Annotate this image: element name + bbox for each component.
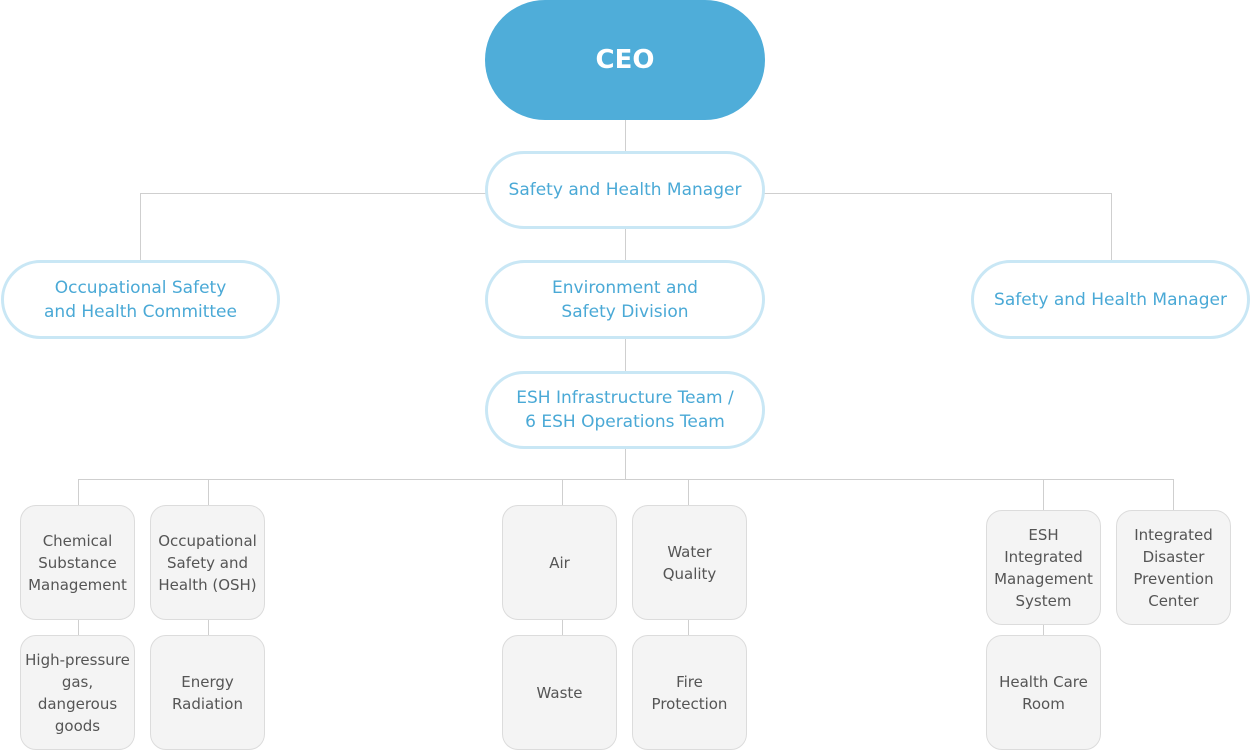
connector-line bbox=[562, 619, 563, 636]
connector-line bbox=[1043, 479, 1044, 511]
unit-high-pressure-gas: High-pressure gas, dangerous goods bbox=[20, 635, 135, 750]
connector-line bbox=[78, 619, 79, 636]
unit-energy-radiation: Energy Radiation bbox=[150, 635, 265, 750]
connector-line bbox=[625, 338, 626, 372]
occupational-safety-committee-node: Occupational Safety and Health Committee bbox=[1, 260, 280, 339]
connector-line bbox=[208, 619, 209, 636]
connector-line bbox=[625, 228, 626, 262]
ceo-node: CEO bbox=[485, 0, 765, 120]
unit-occupational-safety-health: Occupational Safety and Health (OSH) bbox=[150, 505, 265, 620]
connector-line bbox=[78, 479, 1174, 480]
connector-line bbox=[625, 448, 626, 479]
environment-safety-division-node: Environment and Safety Division bbox=[485, 260, 765, 339]
connector-line bbox=[562, 479, 563, 506]
connector-line bbox=[78, 479, 79, 506]
connector-line bbox=[1173, 479, 1174, 511]
connector-line bbox=[625, 118, 626, 152]
connector-line bbox=[688, 479, 689, 506]
unit-waste: Waste bbox=[502, 635, 617, 750]
safety-health-manager-right-node: Safety and Health Manager bbox=[971, 260, 1250, 339]
unit-esh-integrated-system: ESH Integrated Management System bbox=[986, 510, 1101, 625]
unit-disaster-prevention-center: Integrated Disaster Prevention Center bbox=[1116, 510, 1231, 625]
connector-line bbox=[208, 479, 209, 506]
esh-team-node: ESH Infrastructure Team / 6 ESH Operatio… bbox=[485, 371, 765, 449]
unit-fire-protection: Fire Protection bbox=[632, 635, 747, 750]
unit-water-quality: Water Quality bbox=[632, 505, 747, 620]
connector-line bbox=[1043, 624, 1044, 636]
unit-health-care-room: Health Care Room bbox=[986, 635, 1101, 750]
unit-chemical-substance: Chemical Substance Management bbox=[20, 505, 135, 620]
unit-air: Air bbox=[502, 505, 617, 620]
safety-health-manager-node: Safety and Health Manager bbox=[485, 151, 765, 229]
connector-line bbox=[140, 193, 141, 261]
connector-line bbox=[688, 619, 689, 636]
connector-line bbox=[1111, 193, 1112, 261]
